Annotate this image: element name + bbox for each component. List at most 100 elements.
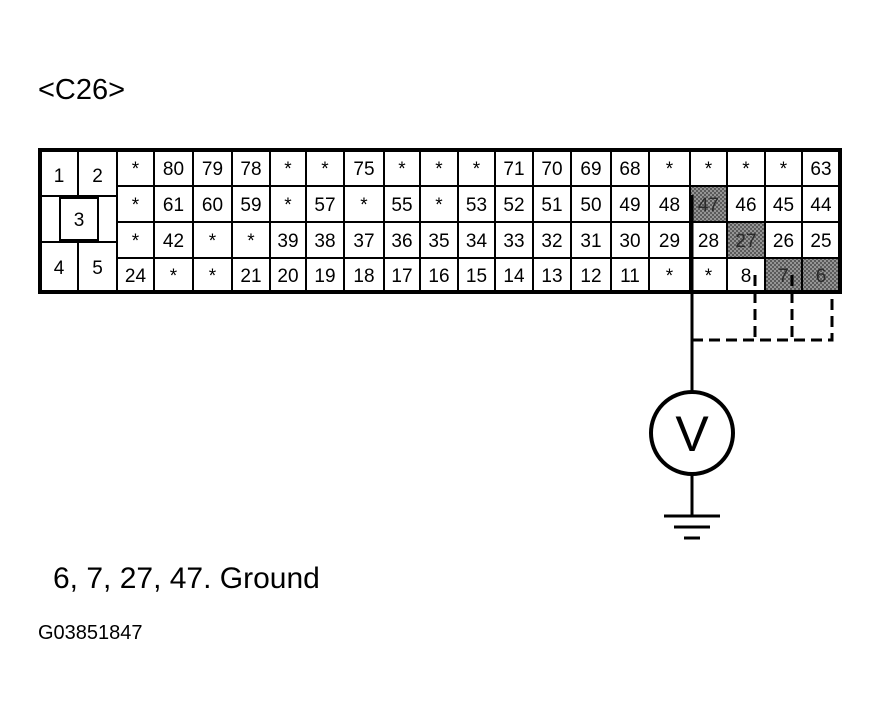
pin-label: 12 bbox=[580, 266, 601, 287]
pin-unused-mark: * bbox=[666, 159, 674, 180]
pin-unused-mark: * bbox=[284, 159, 292, 180]
pin-label: 17 bbox=[391, 266, 412, 287]
pin-unused-mark: * bbox=[666, 266, 674, 287]
pin-cell bbox=[532, 149, 572, 187]
pin-label: 45 bbox=[773, 195, 794, 216]
pin-label: 8 bbox=[741, 266, 752, 287]
pin-label: 13 bbox=[541, 266, 562, 287]
pin-cell bbox=[494, 149, 534, 187]
pin-label: 16 bbox=[428, 266, 449, 287]
pin-label: 48 bbox=[659, 195, 680, 216]
pin-cell bbox=[457, 221, 496, 259]
pin-label: 30 bbox=[619, 231, 640, 252]
pin-label: 52 bbox=[503, 195, 524, 216]
pin-label: 3 bbox=[74, 210, 85, 231]
pin-unused-mark: * bbox=[132, 231, 140, 252]
connector-housing bbox=[38, 148, 842, 294]
pin-cell bbox=[419, 257, 459, 293]
pin-label: 7 bbox=[778, 266, 789, 287]
pin-label: 63 bbox=[810, 159, 831, 180]
pin-label: 53 bbox=[466, 195, 487, 216]
pin-cell bbox=[801, 185, 841, 223]
pin-cell bbox=[116, 257, 155, 293]
pin-label: 5 bbox=[92, 258, 103, 279]
pin-label: 27 bbox=[735, 231, 756, 252]
pin-label: 21 bbox=[240, 266, 261, 287]
pin-label: 75 bbox=[353, 159, 374, 180]
figure-id: G03851847 bbox=[38, 622, 143, 644]
pin-label: 29 bbox=[659, 231, 680, 252]
pin-unused-mark: * bbox=[473, 159, 481, 180]
pin-label: 6 bbox=[816, 266, 827, 287]
pin-cell bbox=[231, 221, 271, 259]
pin-label: 14 bbox=[503, 266, 525, 287]
ground-icon bbox=[664, 514, 720, 540]
pin-label: 1 bbox=[54, 166, 65, 187]
pin-cell-ground bbox=[689, 185, 728, 223]
pin-cell bbox=[648, 257, 691, 293]
pin-cell bbox=[726, 257, 766, 293]
pin-cell bbox=[457, 257, 496, 293]
pin-label: 37 bbox=[353, 231, 374, 252]
pin-unused-mark: * bbox=[742, 159, 750, 180]
pin-label: 80 bbox=[163, 159, 184, 180]
pin-label: 20 bbox=[277, 266, 298, 287]
pin-cell bbox=[153, 257, 194, 293]
pin-label: 18 bbox=[353, 266, 374, 287]
pin-label: 25 bbox=[810, 231, 831, 252]
pin-unused-mark: * bbox=[435, 159, 443, 180]
pin-unused-mark: * bbox=[705, 159, 713, 180]
pin-label: 33 bbox=[503, 231, 524, 252]
pin-cell bbox=[610, 185, 650, 223]
pin-cell bbox=[419, 149, 459, 187]
pin-label: 50 bbox=[580, 195, 601, 216]
voltmeter: V bbox=[649, 390, 735, 476]
pin-cell bbox=[648, 221, 691, 259]
pin-unused-mark: * bbox=[780, 159, 788, 180]
pin-unused-mark: * bbox=[209, 231, 217, 252]
pin-label: 61 bbox=[163, 195, 184, 216]
pin-unused-mark: * bbox=[360, 195, 368, 216]
pin-cell bbox=[305, 149, 345, 187]
pin-label: 31 bbox=[580, 231, 601, 252]
pin-label: 55 bbox=[391, 195, 412, 216]
pin-label: 70 bbox=[541, 159, 562, 180]
pin-label: 24 bbox=[125, 266, 147, 287]
pin-label: 34 bbox=[466, 231, 488, 252]
pin-notch-frame bbox=[59, 197, 99, 241]
pin-label: 60 bbox=[202, 195, 223, 216]
pin-label: 19 bbox=[314, 266, 335, 287]
voltmeter-label: V bbox=[675, 406, 709, 462]
pin-label: 42 bbox=[163, 231, 184, 252]
pin-label: 47 bbox=[698, 195, 719, 216]
pin-cell bbox=[532, 221, 572, 259]
pin-label: 36 bbox=[391, 231, 412, 252]
pin-cell bbox=[689, 257, 728, 293]
pin-label: 57 bbox=[314, 195, 335, 216]
pin-label: 44 bbox=[810, 195, 832, 216]
pin-cell-large bbox=[39, 149, 79, 201]
pin-label: 46 bbox=[735, 195, 756, 216]
pin-label: 28 bbox=[698, 231, 719, 252]
pin-cell bbox=[116, 185, 155, 223]
pin-label: 49 bbox=[619, 195, 640, 216]
pin-label: 68 bbox=[619, 159, 640, 180]
pin-cell bbox=[610, 221, 650, 259]
pin-unused-mark: * bbox=[435, 195, 443, 216]
pin-unused-mark: * bbox=[284, 195, 292, 216]
pin-label: 4 bbox=[54, 258, 65, 279]
probe-wiring bbox=[690, 195, 834, 515]
pin-label: 51 bbox=[541, 195, 562, 216]
pin-label: 11 bbox=[620, 266, 640, 287]
pin-label: 15 bbox=[466, 266, 487, 287]
ground-caption: 6, 7, 27, 47. Ground bbox=[53, 562, 320, 595]
pin-cell bbox=[570, 257, 612, 293]
pin-unused-mark: * bbox=[321, 159, 329, 180]
pin-unused-mark: * bbox=[132, 159, 140, 180]
connector-title: <C26> bbox=[38, 74, 126, 106]
pin-label: 2 bbox=[92, 166, 103, 187]
pin-label: 35 bbox=[428, 231, 449, 252]
pin-label: 79 bbox=[202, 159, 223, 180]
pin-unused-mark: * bbox=[209, 266, 217, 287]
